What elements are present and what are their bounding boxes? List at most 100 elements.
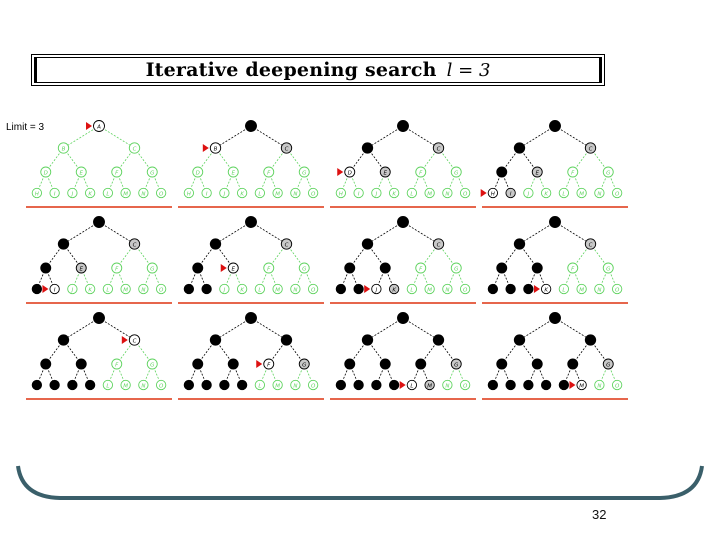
tree-node-d [344, 166, 356, 178]
tree-node-a [549, 120, 561, 132]
tree-node-f [567, 358, 579, 370]
current-node-pointer [480, 189, 487, 197]
tree-node-j [219, 379, 230, 391]
tree-node-label: F [267, 362, 271, 368]
current-node-pointer [202, 144, 209, 152]
tree-node-g [298, 166, 310, 178]
tree-node-j [371, 187, 382, 199]
tree-node-label: J [375, 191, 378, 197]
tree-node-n [442, 283, 453, 295]
tree-node-m [576, 187, 587, 199]
tree-node-label: M [427, 287, 432, 293]
tree-node-f [111, 166, 123, 178]
tree-node-label: L [562, 287, 565, 293]
tree-node-label: C [285, 146, 289, 152]
tree-node-label: I [206, 191, 208, 197]
tree-node-f [567, 166, 579, 178]
tree-node-h [487, 283, 499, 295]
tree-node-label: N [293, 191, 297, 197]
tree-node-label: L [106, 191, 109, 197]
tree-node-label: C [589, 146, 593, 152]
tree-node-l [406, 283, 418, 295]
tree-node-label: G [302, 266, 306, 272]
tree-node-a [549, 216, 561, 228]
tree-node-label: L [410, 287, 413, 293]
tree-node-e [75, 358, 87, 370]
tree-node-label: G [454, 266, 458, 272]
tree-node-label: M [275, 191, 280, 197]
tree-node-n [290, 379, 301, 391]
tree-node-j [67, 187, 78, 199]
tree-node-label: N [445, 191, 449, 197]
tree-node-h [183, 283, 195, 295]
tree-node-label: C [437, 242, 441, 248]
tree-node-a [245, 312, 257, 324]
current-node-pointer [220, 264, 227, 272]
tree-node-a [93, 216, 105, 228]
tree-node-label: H [187, 191, 191, 197]
tree-node-label: D [196, 170, 200, 176]
tree-node-d [496, 358, 508, 370]
tree-node-i [353, 379, 364, 391]
tree-node-a [397, 120, 409, 132]
tree-node-c [584, 334, 597, 346]
tree-node-c [128, 142, 141, 154]
tree-node-label: J [223, 191, 226, 197]
tree-node-label: G [606, 170, 610, 176]
tree-node-i [49, 187, 60, 199]
tree-node-label: J [527, 191, 530, 197]
tree-node-label: K [392, 287, 396, 293]
tree-node-h [487, 187, 499, 199]
tree-node-i [353, 187, 364, 199]
tree-node-label: D [44, 170, 48, 176]
tree-node-h [335, 283, 347, 295]
tree-node-label: N [293, 287, 297, 293]
tree-node-label: N [141, 383, 145, 389]
tree-node-e [379, 358, 391, 370]
tree-node-o [611, 187, 623, 199]
tree-node-l [558, 187, 570, 199]
tree-node-label: M [123, 287, 128, 293]
tree-node-f [567, 262, 579, 274]
tree-node-f [415, 358, 427, 370]
tree-node-label: G [302, 362, 306, 368]
tree-node-b [513, 334, 526, 346]
tree-node-label: K [544, 287, 548, 293]
tree-node-label: O [311, 287, 316, 293]
tree-node-m [120, 187, 131, 199]
tree-node-label: J [375, 287, 378, 293]
tree-node-b [361, 142, 374, 154]
tree-node-d [344, 262, 356, 274]
tree-node-n [290, 187, 301, 199]
tree-node-label: O [311, 383, 316, 389]
tree-node-k [84, 283, 96, 295]
tree-node-n [138, 187, 149, 199]
tree-node-label: E [232, 170, 236, 176]
tree-node-label: D [348, 170, 352, 176]
tree-node-g [298, 358, 310, 370]
tree-node-label: O [159, 191, 164, 197]
slide-title-math: l = 3 [446, 59, 491, 81]
tree-node-c [432, 238, 445, 250]
tree-node-label: L [258, 191, 261, 197]
tree-node-d [496, 166, 508, 178]
tree-node-e [379, 166, 391, 178]
tree-node-c [128, 238, 141, 250]
tree-node-label: M [579, 191, 584, 197]
tree-node-i [49, 283, 60, 295]
tree-node-g [146, 262, 158, 274]
tree-node-label: M [275, 287, 280, 293]
tree-node-a [397, 312, 409, 324]
tree-node-m [424, 379, 435, 391]
tree-node-label: J [223, 287, 226, 293]
tree-node-label: K [88, 287, 92, 293]
tree-node-e [227, 262, 239, 274]
tree-node-label: I [54, 287, 56, 293]
tree-node-l [406, 187, 418, 199]
tree-node-label: H [339, 191, 343, 197]
title-box: Iterative deepening search l = 3 [31, 54, 605, 86]
tree-node-l [558, 379, 570, 391]
